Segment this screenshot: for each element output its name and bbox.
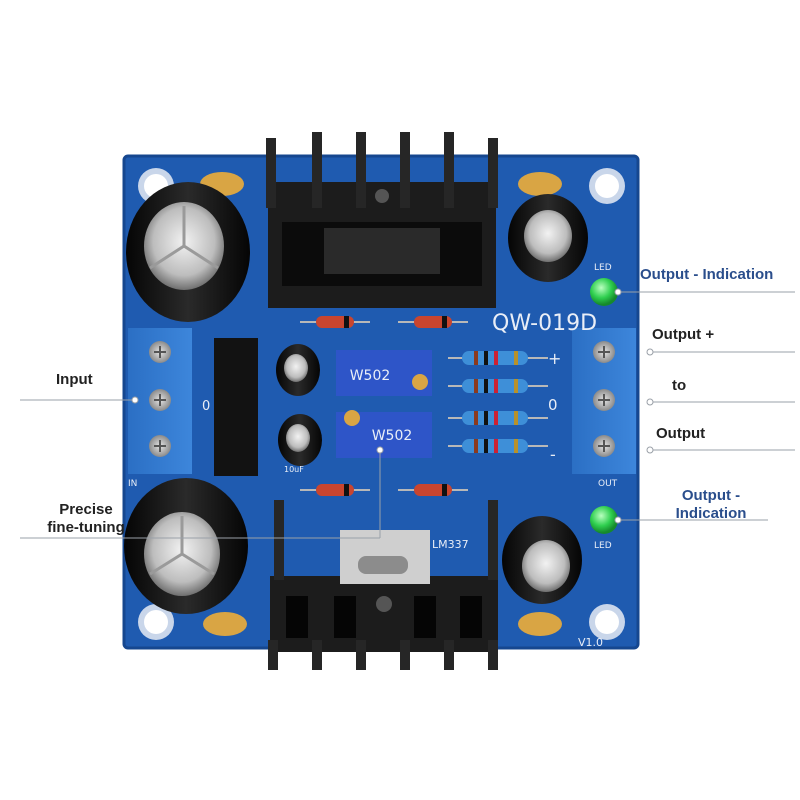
cap-small-label: 10uF — [284, 465, 304, 474]
large-capacitor-bottom-left — [124, 478, 248, 614]
small-capacitors — [276, 344, 322, 466]
led-top — [590, 278, 618, 306]
led-bottom — [590, 506, 618, 534]
callout-output-indication-top: Output - Indication — [640, 266, 774, 283]
trimmer-bottom-label: W502 — [372, 428, 413, 444]
callout-to: to — [672, 377, 687, 394]
board-version-label: V1.0 — [578, 636, 603, 649]
callout-precise: Precise — [59, 501, 113, 518]
input-pin-zero-label: 0 — [202, 399, 210, 414]
pin-minus-label: - — [550, 445, 556, 464]
callout-output: Output — [656, 425, 706, 442]
trimmer-top-label: W502 — [350, 368, 391, 384]
regulator-label: LM337 — [432, 538, 469, 551]
top-heatsink — [266, 132, 498, 308]
board-model-label: QW-019D — [492, 311, 597, 336]
callout-output-plus: Output + — [652, 326, 715, 343]
trimmer-bottom: W502 — [336, 410, 432, 458]
bottom-heatsink — [268, 500, 498, 670]
led-label-top: LED — [594, 263, 612, 273]
in-label: IN — [128, 479, 137, 489]
pin-plus-label: + — [548, 349, 561, 368]
large-capacitor-top-left — [126, 182, 250, 322]
diodes — [300, 316, 468, 496]
callout-fine-tuning: fine-tuning — [47, 519, 125, 536]
pin-zero-label: 0 — [548, 396, 558, 414]
trimmer-top: W502 — [336, 350, 432, 396]
callout-dots — [131, 288, 654, 524]
out-label: OUT — [598, 479, 618, 489]
capacitor-bottom-right — [502, 516, 582, 604]
rectifier-block — [214, 338, 258, 476]
callout-lines — [20, 291, 795, 539]
output-terminal-block — [572, 328, 636, 474]
input-terminal-block — [128, 328, 192, 474]
callout-input: Input — [56, 371, 93, 388]
led-label-bottom: LED — [594, 541, 612, 551]
callout-output-indication-bottom-2: Indication — [675, 505, 747, 522]
callout-output-indication-bottom-1: Output - — [681, 487, 741, 504]
capacitor-top-right — [508, 194, 588, 282]
resistors — [448, 351, 548, 453]
